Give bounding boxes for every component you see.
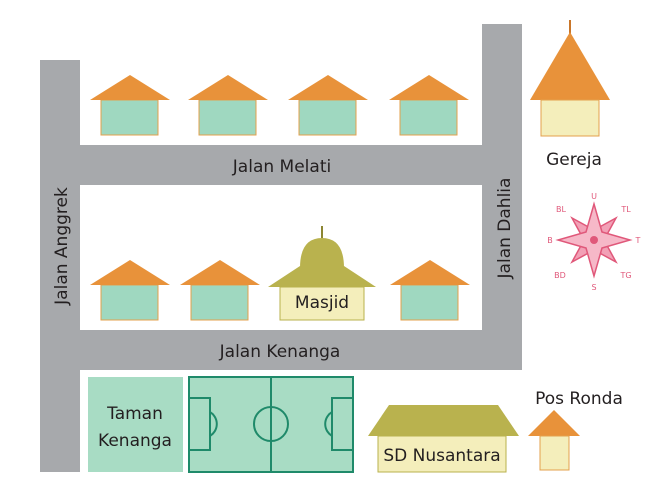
house-row-top xyxy=(90,75,469,136)
masjid-building: Masjid xyxy=(268,226,376,321)
label-pos-ronda: Pos Ronda xyxy=(535,389,623,409)
house-row-middle xyxy=(90,260,470,321)
label-jalan-anggrek: Jalan Anggrek xyxy=(52,187,72,306)
road-jalan-melati xyxy=(40,145,520,185)
soccer-field xyxy=(188,376,354,473)
pos-ronda-building: Pos Ronda xyxy=(528,389,623,471)
compass-northwest: BL xyxy=(556,205,566,214)
compass-south: S xyxy=(591,283,596,292)
compass-southwest: BD xyxy=(554,271,566,280)
road-jalan-dahlia xyxy=(482,24,522,370)
sd-nusantara-building: SD Nusantara xyxy=(368,405,519,473)
house xyxy=(188,75,268,136)
label-taman-line2: Kenanga xyxy=(98,431,172,451)
compass-northeast: TL xyxy=(620,205,631,214)
label-jalan-melati: Jalan Melati xyxy=(232,157,331,177)
label-sd-nusantara: SD Nusantara xyxy=(383,446,500,466)
gereja-building: Gereja xyxy=(530,20,610,170)
house xyxy=(90,75,170,136)
label-gereja: Gereja xyxy=(546,150,602,170)
house xyxy=(389,75,469,136)
road-jalan-kenanga xyxy=(40,330,522,370)
house xyxy=(90,260,170,321)
house xyxy=(288,75,368,136)
house xyxy=(390,260,470,321)
masjid-wall xyxy=(279,286,365,321)
label-jalan-kenanga: Jalan Kenanga xyxy=(219,342,341,362)
compass-east: T xyxy=(635,236,641,245)
house xyxy=(180,260,260,321)
label-masjid: Masjid xyxy=(295,293,349,313)
compass-north: U xyxy=(591,192,597,201)
taman-kenanga: Taman Kenanga xyxy=(88,377,183,472)
compass-southeast: TG xyxy=(619,271,631,280)
label-taman-line1: Taman xyxy=(106,404,163,424)
label-jalan-dahlia: Jalan Dahlia xyxy=(495,178,515,280)
road-jalan-anggrek xyxy=(40,60,80,472)
road-network xyxy=(40,24,522,472)
compass-west: B xyxy=(547,236,553,245)
compass-rose: U S T B TL BL TG BD xyxy=(547,192,640,292)
